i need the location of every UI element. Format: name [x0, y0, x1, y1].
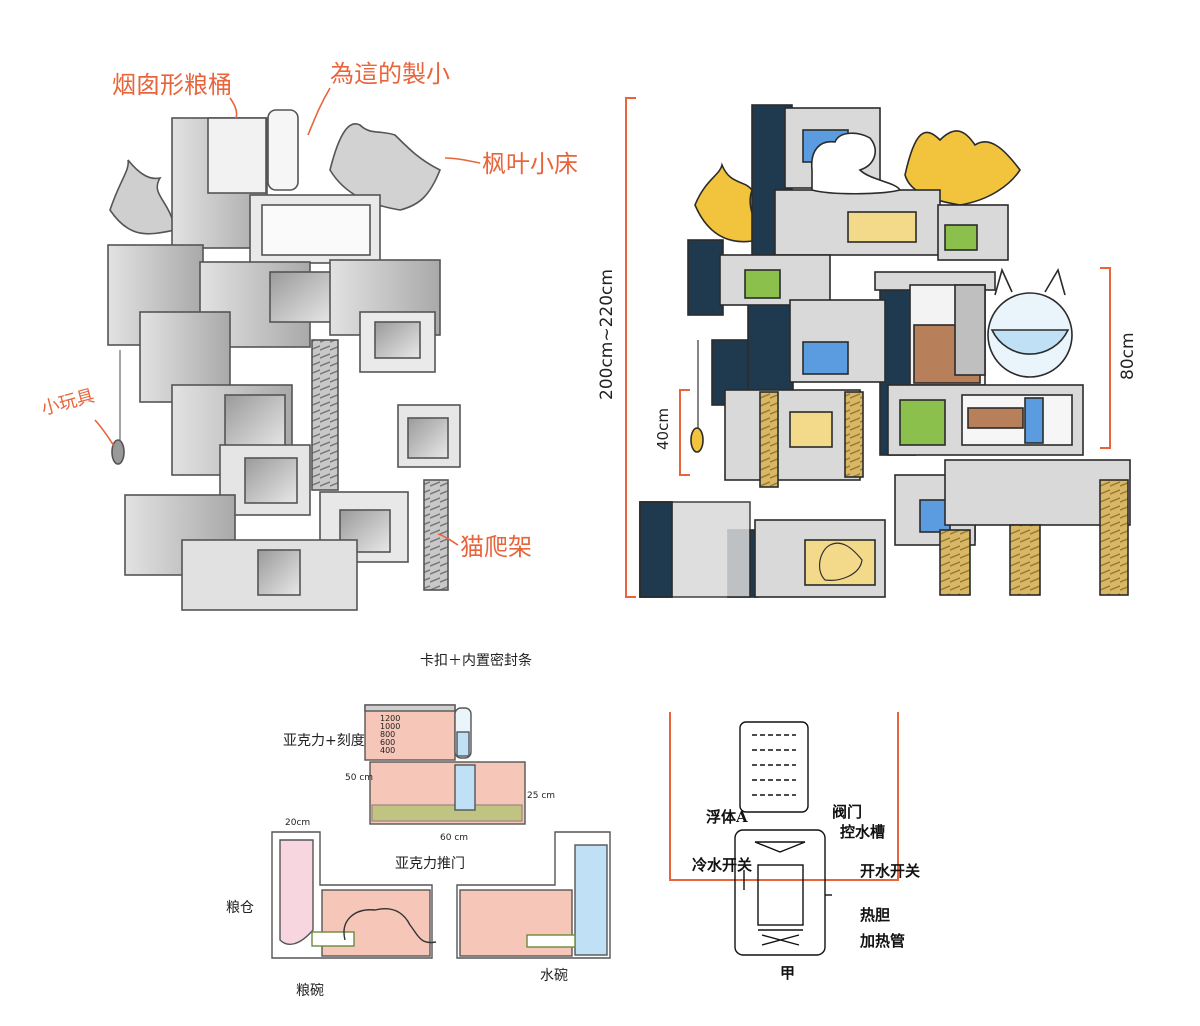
- label-float: 浮体A: [706, 808, 748, 826]
- label-food-bowl: 粮碗: [296, 983, 324, 999]
- label-width-60: 60 cm: [440, 833, 468, 843]
- label-caption: 甲: [780, 964, 795, 982]
- tick-4: 600: [380, 738, 395, 747]
- sketch-annotations: 烟囱形粮桶 為這的製小 枫叶小床 小玩具 猫爬架: [39, 60, 578, 561]
- label-food-bin: 粮仓: [226, 900, 254, 916]
- label-water: 為這的製小: [330, 60, 450, 88]
- tick-1: 1200: [380, 714, 400, 723]
- maple-leaf-left: [109, 159, 176, 235]
- label-hot-switch: 开水开关: [860, 862, 920, 880]
- label-acrylic-door: 亚克力推门: [395, 856, 465, 872]
- label-depth-25: 25 cm: [527, 791, 555, 801]
- label-toy: 小玩具: [39, 385, 97, 419]
- section-drawing: [271, 704, 611, 959]
- tick-5: 400: [380, 746, 395, 755]
- label-cold-switch: 冷水开关: [692, 856, 752, 874]
- colored-drawing: [639, 104, 1131, 598]
- label-chimney-bin: 烟囱形粮桶: [112, 71, 232, 99]
- label-valve: 阀门: [832, 803, 862, 821]
- cat-icon: [810, 132, 902, 195]
- dim-upper-height: 80cm: [1118, 332, 1138, 380]
- label-scratch: 猫爬架: [460, 533, 532, 561]
- tick-3: 800: [380, 730, 395, 739]
- dimensions: [625, 97, 1111, 598]
- dim-total-height: 200cm~220cm: [597, 269, 617, 400]
- dispenser-diagram: [669, 712, 899, 956]
- fish-toy-icon: [690, 427, 704, 453]
- pencil-sketch: [107, 109, 461, 611]
- maple-leaf-yellow-left: [694, 162, 759, 243]
- cat-silhouette-icon: [343, 908, 437, 944]
- section-labels: 卡扣＋内置密封条 亚克力+刻度 1200 1000 800 600 400 50…: [226, 652, 568, 999]
- dispenser-labels: 浮体A 阀门 控水槽 冷水开关 开水开关 热胆 加热管 甲: [692, 803, 920, 982]
- maple-leaf-right: [329, 123, 442, 211]
- label-height-50: 50 cm: [345, 773, 373, 783]
- label-water-bowl: 水碗: [540, 968, 568, 984]
- label-heater: 加热管: [859, 932, 905, 950]
- toy-fish-icon: [111, 439, 125, 465]
- maple-leaf-yellow-right: [904, 130, 1021, 206]
- label-liner: 热胆: [860, 906, 890, 924]
- label-acrylic-scale: 亚克力+刻度: [283, 733, 365, 749]
- label-lid-note: 卡扣＋内置密封条: [420, 652, 532, 669]
- tick-2: 1000: [380, 722, 400, 731]
- label-tank: 控水槽: [840, 823, 885, 841]
- label-width-20: 20cm: [285, 818, 310, 828]
- label-maple-bed: 枫叶小床: [482, 150, 578, 178]
- dim-lower-height: 40cm: [654, 408, 672, 450]
